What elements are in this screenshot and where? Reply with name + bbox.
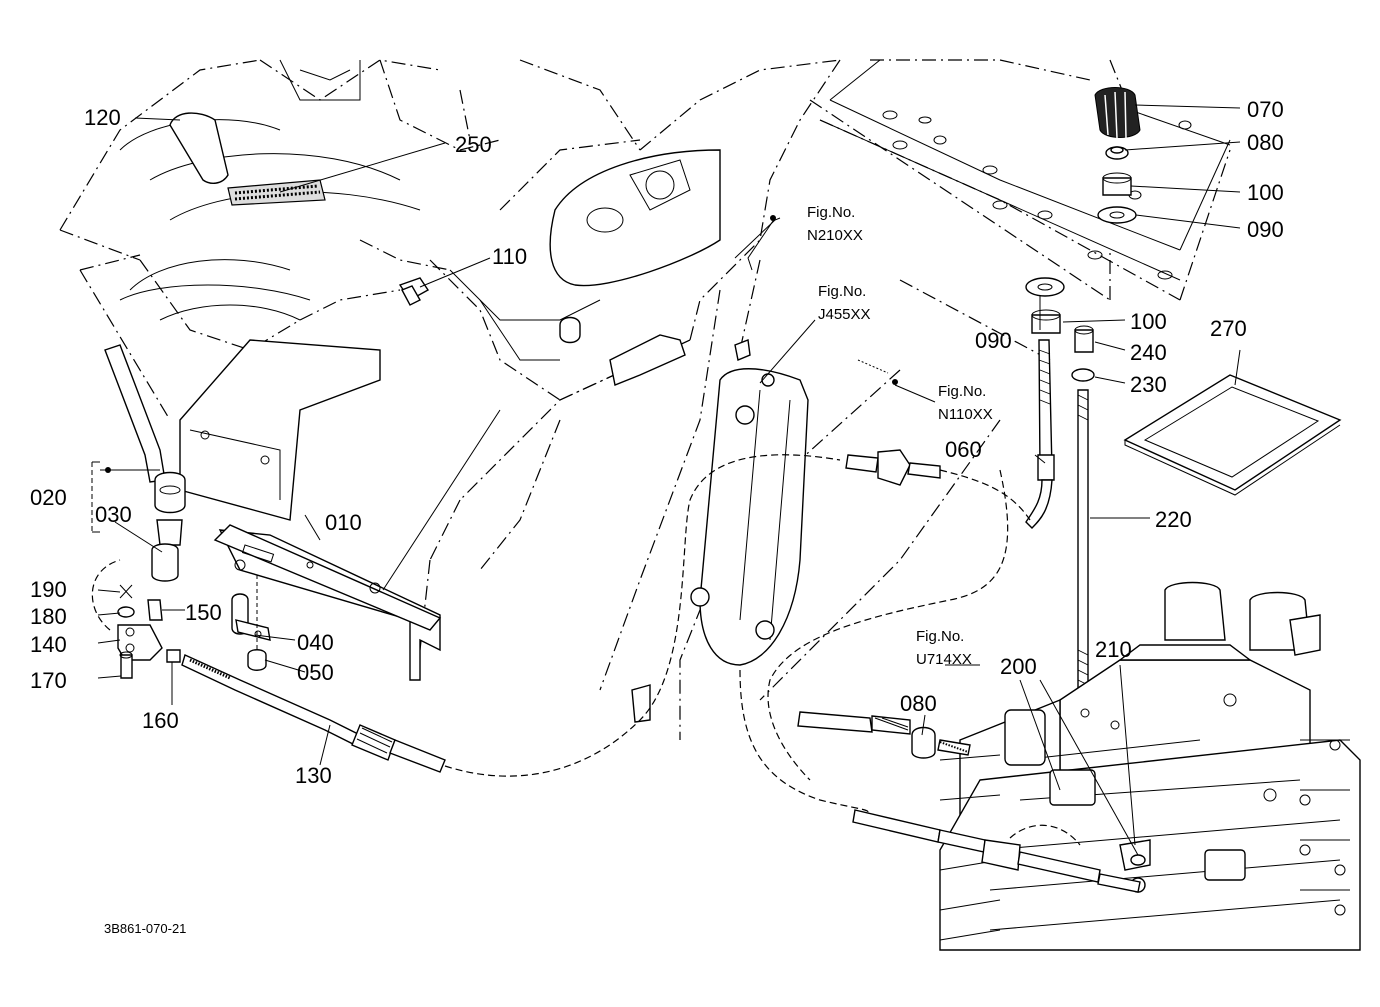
figure-references: Fig.No. N210XX Fig.No. J455XX Fig.No. N1… [807,204,993,668]
part-label-080: 080 [1247,130,1284,155]
part-label-090-lower: 090 [975,328,1012,353]
part-label-030: 030 [95,502,132,527]
part-label-210: 210 [1095,637,1132,662]
part-label-090: 090 [1247,217,1284,242]
part-label-100: 100 [1247,180,1284,205]
fig-ref-n210-line1: Fig.No. [807,204,855,221]
part-label-070: 070 [1247,97,1284,122]
part-label-270: 270 [1210,316,1247,341]
part-label-160: 160 [142,708,179,733]
part-label-110: 110 [492,244,527,269]
fig-ref-n210-line2: N210XX [807,227,863,244]
panel-lines [119,59,1231,361]
part-label-230: 230 [1130,372,1167,397]
part-label-220: 220 [1155,507,1192,532]
shift-lever [104,112,229,582]
part-label-050: 050 [297,660,334,685]
reference-dots [91,215,898,533]
knob-070 [1094,87,1141,224]
fig-ref-n110-line1: Fig.No. [938,383,986,400]
part-labels: 120 250 110 010 020 030 190 180 140 170 … [30,97,1284,788]
nut-set [1025,277,1095,382]
part-label-040: 040 [297,630,334,655]
part-label-240: 240 [1130,340,1167,365]
cables [181,449,1141,893]
fig-ref-u714-line2: U714XX [916,651,972,668]
control-valve [939,581,1361,951]
spring [857,359,889,374]
rods [1025,339,1089,691]
small-hardware [91,559,271,679]
part-label-130: 130 [295,763,332,788]
bracket-plate [179,339,442,681]
grip-plate [227,179,326,206]
part-label-010: 010 [325,510,362,535]
part-label-170: 170 [30,668,67,693]
part-label-100-lower: 100 [1130,309,1167,334]
part-label-150: 150 [185,600,222,625]
plate-holes [882,110,1192,280]
part-label-080-lower: 080 [900,691,937,716]
drawing-code: 3B861-070-21 [104,921,186,936]
leader-lines [97,104,1241,856]
part-label-060: 060 [945,437,982,462]
fig-ref-j455-line1: Fig.No. [818,283,866,300]
part-label-250: 250 [455,132,492,157]
bolt-110 [398,277,430,306]
manual-booklet [1123,374,1342,496]
fig-ref-u714-line1: Fig.No. [916,628,964,645]
part-label-190: 190 [30,577,67,602]
fig-ref-n110-line2: N110XX [938,406,993,423]
side-cover [631,368,809,723]
fig-ref-j455-line2: J455XX [818,306,871,323]
part-label-140: 140 [30,632,67,657]
part-label-180: 180 [30,604,67,629]
part-label-200: 200 [1000,654,1037,679]
console-panel [549,149,751,386]
part-label-120: 120 [84,105,121,130]
part-label-020: 020 [30,485,67,510]
phantom-outlines [59,59,1231,740]
